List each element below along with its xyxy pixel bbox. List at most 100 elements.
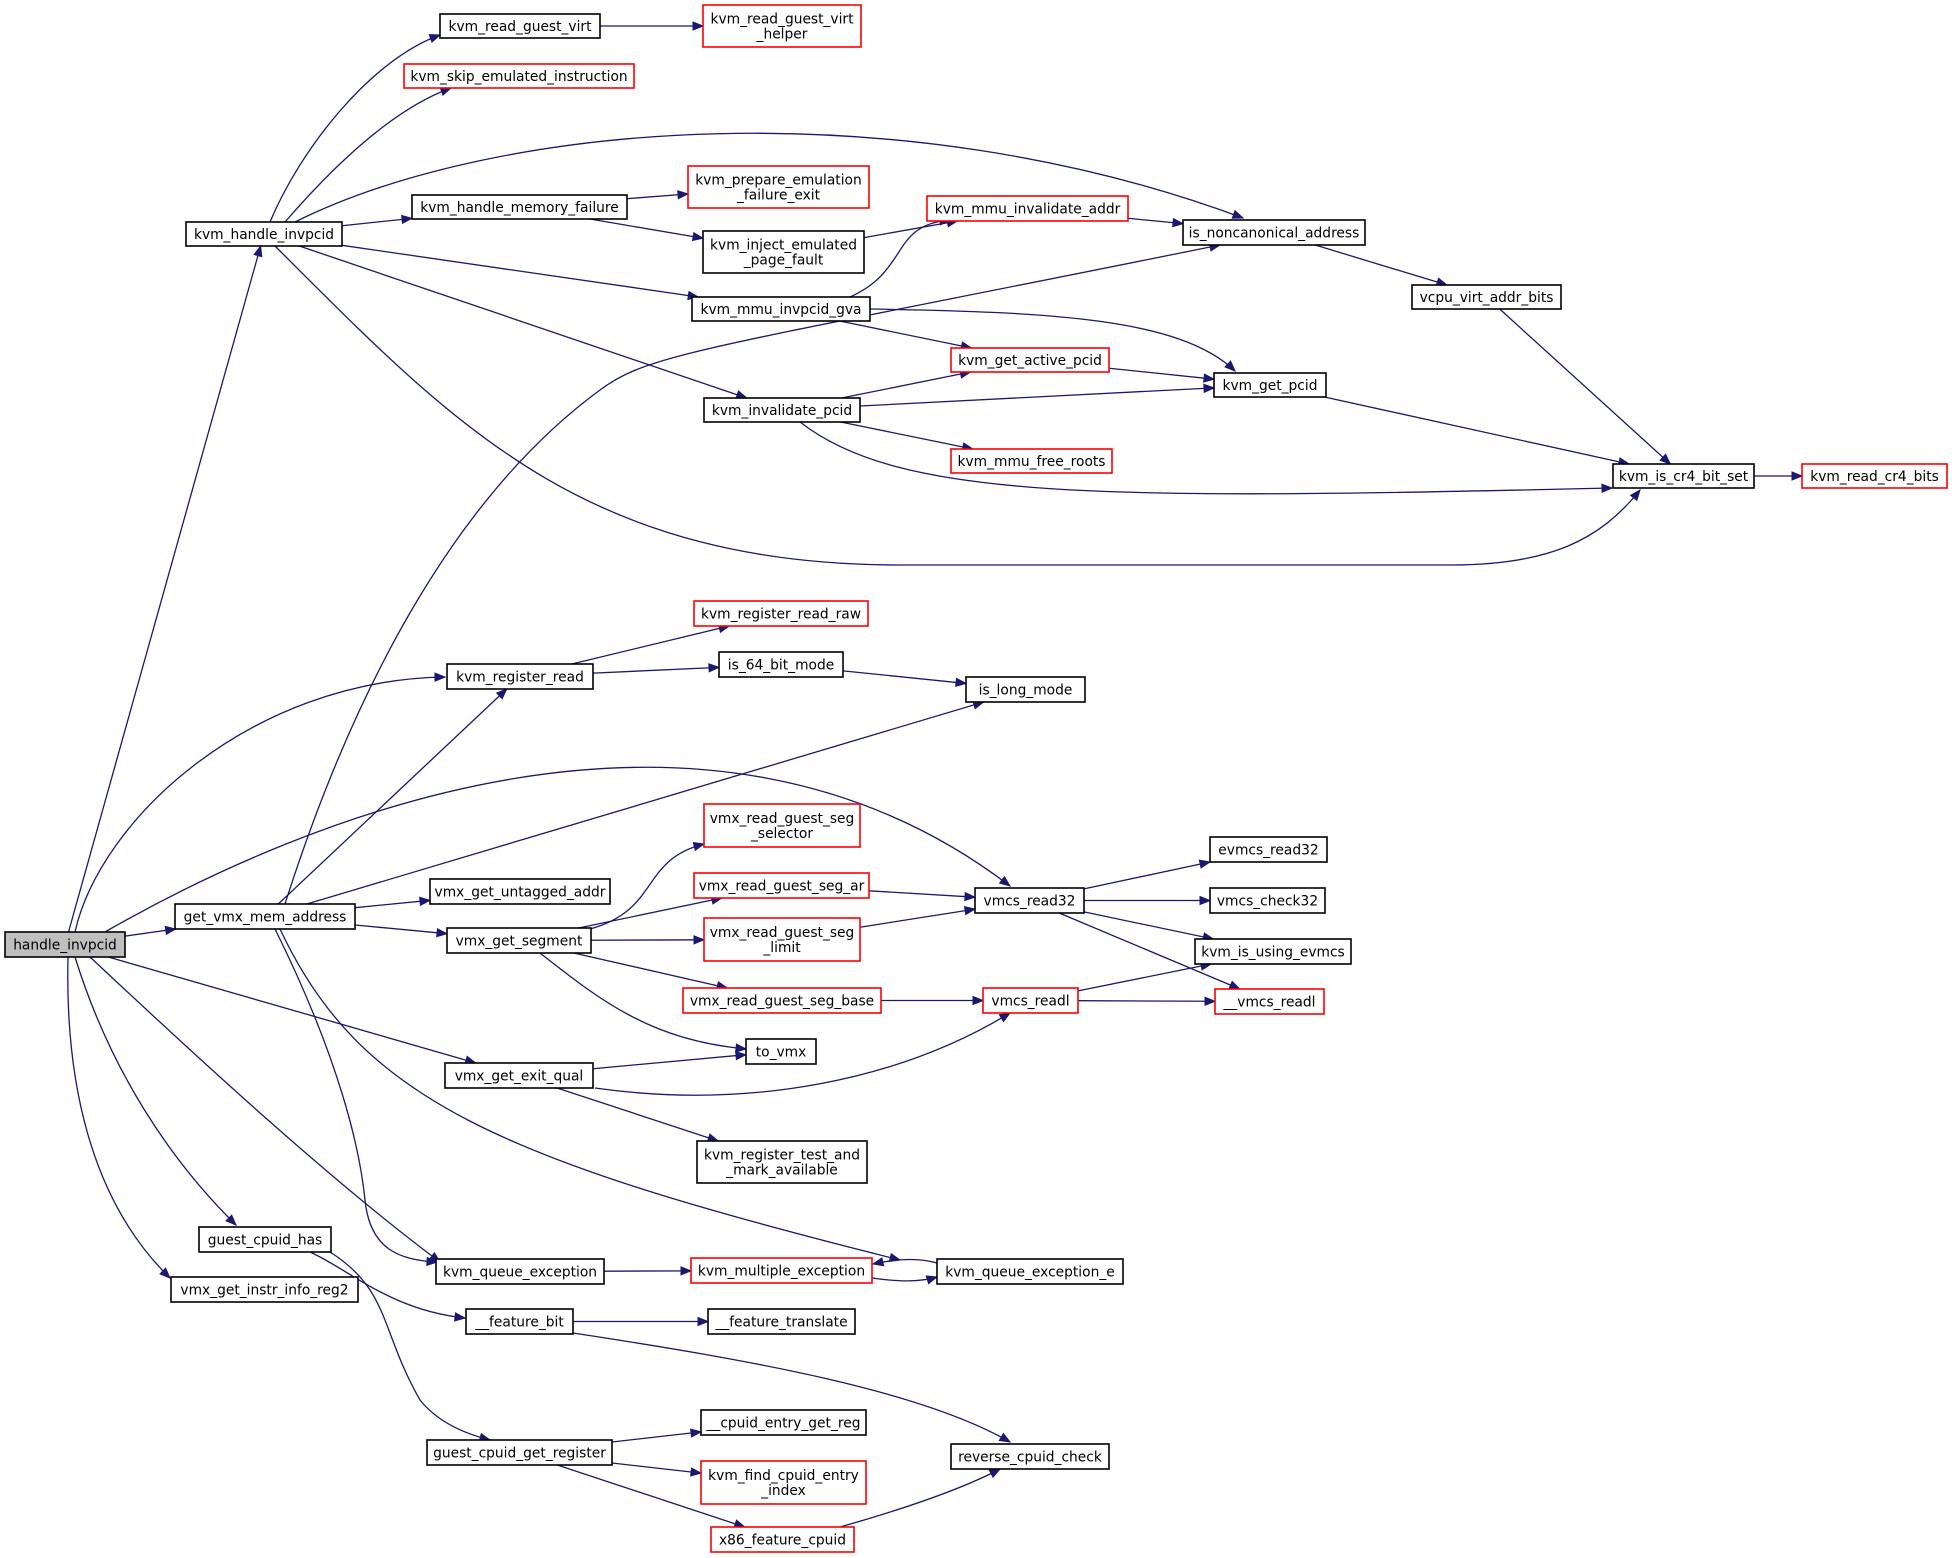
node-label: kvm_mmu_invpcid_gva — [701, 302, 862, 318]
node-box — [690, 1257, 873, 1284]
node-label: kvm_is_using_evmcs — [1201, 945, 1344, 961]
node-guest-cpuid-get-register[interactable]: guest_cpuid_get_register — [426, 1439, 613, 1466]
node-vmx-get-exit-qual[interactable]: vmx_get_exit_qual — [444, 1062, 594, 1089]
node-kvm-skip-emulated-instruction[interactable]: kvm_skip_emulated_instruction — [403, 63, 635, 89]
edge-vmx_get_segment-to-vmx_read_guest_seg_limit — [590, 935, 706, 945]
edge-kvm_handle_invpcid-to-kvm_skip_emulated_instruction — [284, 87, 453, 223]
node-x86-feature-cpuid[interactable]: x86_feature_cpuid — [710, 1526, 855, 1553]
node-vmcs-read32[interactable]: vmcs_read32 — [974, 887, 1085, 914]
node-kvm-queue-exception-e[interactable]: kvm_queue_exception_e — [936, 1258, 1124, 1285]
edge-handle_invpcid-to-guest_cpuid_has — [74, 956, 237, 1226]
node-kvm-read-guest-virt[interactable]: kvm_read_guest_virt — [439, 13, 601, 39]
node-feature-bit[interactable]: __feature_bit — [465, 1308, 574, 1335]
function-nodes: handle_invpcid kvm_handle_invpcid get_vmx_… — [4, 4, 1948, 1553]
node-kvm-mmu-invpcid-gva[interactable]: kvm_mmu_invpcid_gva — [691, 296, 871, 322]
edge-kvm_handle_invpcid-to-kvm_mmu_invpcid_gva — [341, 244, 700, 301]
node-kvm-get-active-pcid[interactable]: kvm_get_active_pcid — [950, 347, 1110, 373]
node-box — [703, 917, 861, 962]
edge-kvm_is_cr4_bit_set-to-kvm_read_cr4_bits — [1754, 471, 1804, 481]
node-kvm-get-pcid[interactable]: kvm_get_pcid — [1213, 372, 1327, 398]
edge-kvm_register_read-to-is_64_bit_mode — [592, 663, 721, 674]
node-vmx-read-guest-seg-limit[interactable]: vmx_read_guest_seg_limit — [703, 917, 861, 962]
node-kvm-multiple-exception[interactable]: kvm_multiple_exception — [690, 1257, 873, 1284]
node-box — [687, 165, 870, 209]
node-vmcs-readl[interactable]: __vmcs_readl — [1214, 988, 1325, 1015]
node-feature-translate[interactable]: __feature_translate — [707, 1308, 856, 1335]
node-is-noncanonical-address[interactable]: is_noncanonical_address — [1182, 219, 1366, 246]
edge-kvm_invalidate_pcid-to-kvm_get_active_pcid — [841, 369, 972, 399]
node-vmx-get-segment[interactable]: vmx_get_segment — [446, 927, 592, 954]
node-evmcs-read32[interactable]: evmcs_read32 — [1209, 836, 1328, 863]
node-kvm-register-read-raw[interactable]: kvm_register_read_raw — [693, 600, 869, 627]
edge-kvm_handle_invpcid-to-kvm_is_cr4_bit_set — [274, 245, 1641, 566]
edge-kvm_queue_exception-to-kvm_multiple_exception — [603, 1266, 693, 1276]
node-box — [198, 1226, 332, 1253]
node-kvm-find-cpuid-entry-index[interactable]: kvm_find_cpuid_entry_index — [700, 1460, 867, 1505]
node-box — [950, 347, 1110, 373]
node-kvm-inject-emulated-page-fault[interactable]: kvm_inject_emulated_page_fault — [702, 230, 865, 274]
node-box — [446, 663, 594, 690]
edge-vmx_read_guest_seg_limit-to-vmcs_read32 — [859, 906, 977, 928]
node-vmx-read-guest-seg-selector[interactable]: vmx_read_guest_seg_selector — [703, 803, 861, 848]
node-label: __vmcs_readl — [1223, 995, 1316, 1011]
node-box — [936, 1258, 1124, 1285]
node-label: get_vmx_mem_address — [184, 910, 347, 926]
node-kvm-is-using-evmcs[interactable]: kvm_is_using_evmcs — [1194, 938, 1352, 965]
node-kvm-invalidate-pcid[interactable]: kvm_invalidate_pcid — [703, 397, 861, 423]
node-kvm-mmu-invalidate-addr[interactable]: kvm_mmu_invalidate_addr — [926, 195, 1129, 222]
edge-get_vmx_mem_address-to-vmx_get_segment — [354, 924, 449, 938]
node-vmx-read-guest-seg-base[interactable]: vmx_read_guest_seg_base — [682, 987, 882, 1014]
node-label: vmx_read_guest_seg_base — [690, 994, 874, 1010]
edge-get_vmx_mem_address-to-kvm_register_read — [277, 688, 508, 905]
node-kvm-is-cr4-bit-set[interactable]: kvm_is_cr4_bit_set — [1612, 463, 1755, 489]
node-label: kvm_find_cpuid_entry — [708, 1468, 859, 1484]
node-vmcs-check32[interactable]: vmcs_check32 — [1209, 887, 1326, 914]
edge-kvm_handle_invpcid-to-kvm_handle_memory_failure — [341, 214, 414, 227]
edge-__feature_bit-to-__feature_translate — [573, 1316, 710, 1327]
node-kvm-prepare-emulation-failure-exit[interactable]: kvm_prepare_emulation_failure_exit — [687, 165, 870, 209]
node-cpuid-entry-get-reg[interactable]: __cpuid_entry_get_reg — [700, 1409, 867, 1436]
node-label: vmx_get_segment — [456, 934, 583, 950]
node-is-long-mode[interactable]: is_long_mode — [965, 676, 1086, 703]
node-label: kvm_invalidate_pcid — [712, 403, 852, 419]
edge-kvm_handle_memory_failure-to-kvm_inject_emulated_page_fault — [589, 218, 705, 242]
node-vmcs-readl[interactable]: vmcs_readl — [982, 987, 1079, 1014]
node-label: _mark_available — [725, 1163, 838, 1179]
node-kvm-queue-exception[interactable]: kvm_queue_exception — [435, 1258, 605, 1285]
node-get-vmx-mem-address[interactable]: get_vmx_mem_address — [174, 903, 356, 930]
node-is-64-bit-mode[interactable]: is_64_bit_mode — [718, 651, 844, 678]
node-box — [702, 4, 862, 48]
node-label: __feature_translate — [714, 1315, 847, 1331]
node-vcpu-virt-addr-bits[interactable]: vcpu_virt_addr_bits — [1411, 284, 1562, 310]
node-to-vmx[interactable]: to_vmx — [745, 1038, 817, 1065]
node-box — [174, 903, 356, 930]
node-label: vmx_get_untagged_addr — [435, 885, 606, 901]
node-box — [710, 1526, 855, 1553]
node-kvm-register-read[interactable]: kvm_register_read — [446, 663, 594, 690]
node-vmx-get-untagged-addr[interactable]: vmx_get_untagged_addr — [429, 878, 611, 905]
node-label: vmcs_readl — [991, 994, 1069, 1010]
node-vmx-read-guest-seg-ar[interactable]: vmx_read_guest_seg_ar — [693, 872, 870, 899]
node-kvm-register-test-and-mark-available[interactable]: kvm_register_test_and_mark_available — [696, 1140, 868, 1184]
edge-vmx_get_exit_qual-to-kvm_register_test_and_mark_available — [556, 1087, 720, 1143]
node-box — [170, 1276, 359, 1303]
node-label: vmx_get_instr_info_reg2 — [180, 1283, 348, 1299]
node-reverse-cpuid-check[interactable]: reverse_cpuid_check — [950, 1443, 1110, 1470]
node-kvm-handle-invpcid[interactable]: kvm_handle_invpcid — [185, 221, 343, 247]
node-kvm-mmu-free-roots[interactable]: kvm_mmu_free_roots — [950, 448, 1113, 474]
node-handle-invpcid[interactable]: handle_invpcid — [4, 931, 126, 958]
edge-kvm_handle_invpcid-to-kvm_read_guest_virt — [269, 34, 442, 223]
node-label: guest_cpuid_has — [208, 1233, 322, 1249]
node-kvm-read-guest-virt-helper[interactable]: kvm_read_guest_virt_helper — [702, 4, 862, 48]
edge-vmx_read_guest_seg_ar-to-vmcs_read32 — [868, 890, 977, 902]
node-box — [700, 1409, 867, 1436]
node-guest-cpuid-has[interactable]: guest_cpuid_has — [198, 1226, 332, 1253]
node-box — [974, 887, 1085, 914]
node-kvm-handle-memory-failure[interactable]: kvm_handle_memory_failure — [411, 194, 628, 220]
node-label: to_vmx — [756, 1045, 807, 1061]
edge-handle_invpcid-to-vmcs_read32 — [104, 766, 1012, 933]
node-label: _limit — [762, 940, 801, 956]
node-kvm-read-cr4-bits[interactable]: kvm_read_cr4_bits — [1801, 463, 1948, 489]
node-vmx-get-instr-info-reg2[interactable]: vmx_get_instr_info_reg2 — [170, 1276, 359, 1303]
edge-__feature_bit-to-reverse_cpuid_check — [572, 1332, 1012, 1443]
